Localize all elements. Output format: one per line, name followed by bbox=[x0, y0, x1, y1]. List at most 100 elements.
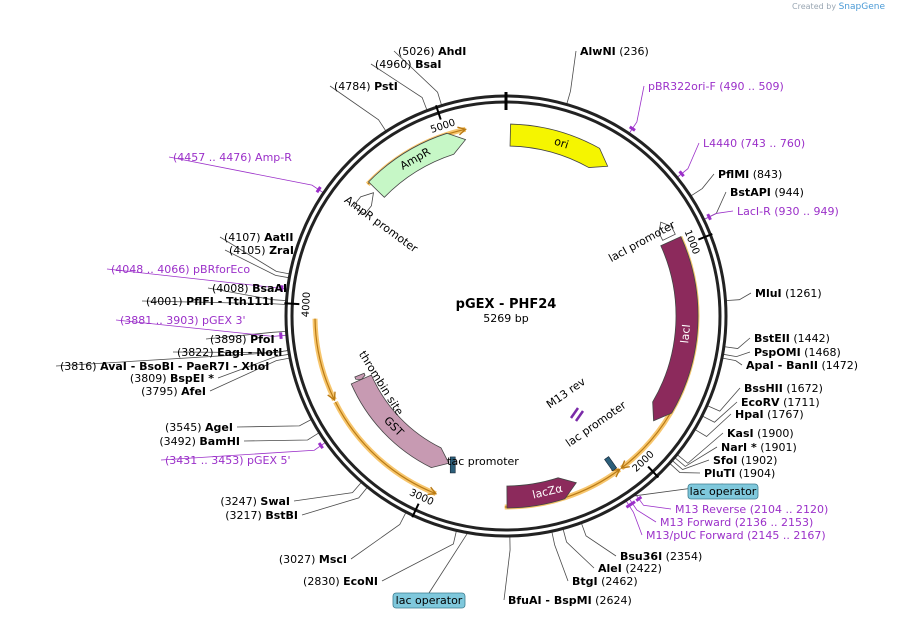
restriction-site-label: (4960) BsaI bbox=[375, 58, 442, 71]
restriction-site-label: (3795) AfeI bbox=[141, 385, 206, 398]
primer-site-mark bbox=[317, 442, 324, 450]
restriction-site-label: BssHII (1672) bbox=[744, 382, 823, 395]
leader-line bbox=[562, 528, 595, 569]
leader-line bbox=[721, 357, 743, 366]
leader-line bbox=[381, 530, 457, 582]
restriction-site-label: (4105) ZraI bbox=[229, 244, 294, 257]
feature-ori bbox=[509, 123, 609, 168]
restriction-site-label: (3898) PfoI bbox=[210, 333, 275, 346]
leader-line bbox=[722, 351, 751, 358]
inner-label: M13 rev bbox=[544, 375, 588, 411]
m13-rev-primer-mark bbox=[569, 407, 580, 419]
inner-label: lac promoter bbox=[563, 398, 629, 449]
leader-line bbox=[723, 337, 751, 349]
feature-label: AmpR promoter bbox=[342, 193, 421, 255]
leader-line bbox=[243, 432, 320, 442]
leader-line bbox=[669, 462, 701, 474]
lac-operator-label: lac operator bbox=[396, 594, 463, 607]
lac-operator-box bbox=[392, 592, 466, 609]
inner-label: tac promoter bbox=[447, 455, 519, 468]
leader-line bbox=[671, 459, 710, 470]
feature-label: lacI bbox=[678, 324, 693, 344]
primer-label: (4048 .. 4066) pBRforEco bbox=[111, 263, 250, 276]
restriction-site-label: (4008) BsaAI bbox=[212, 282, 287, 295]
primer-label: L4440 (743 .. 760) bbox=[703, 137, 805, 150]
restriction-site-label: EcoRV (1711) bbox=[741, 396, 820, 409]
leader-line bbox=[725, 292, 752, 302]
leader-line bbox=[224, 249, 290, 279]
leader-line bbox=[217, 353, 290, 379]
leader-line bbox=[674, 446, 718, 467]
feature-gst bbox=[350, 374, 450, 469]
restriction-site-label: (3809) BspEI * bbox=[130, 372, 214, 385]
leader-line bbox=[141, 300, 287, 305]
primer-site-mark bbox=[279, 332, 283, 339]
feature-lacz- bbox=[506, 477, 577, 509]
restriction-site-label: (3545) AgeI bbox=[165, 421, 233, 434]
leader-line bbox=[676, 432, 724, 464]
restriction-site-label: (5026) AhdI bbox=[398, 45, 466, 58]
primer-site-mark bbox=[315, 186, 322, 194]
primer-site-mark bbox=[635, 495, 643, 502]
lac-operator-box bbox=[687, 483, 759, 500]
primer-label: (3431 .. 3453) pGEX 5' bbox=[165, 454, 291, 467]
leader-line bbox=[706, 387, 741, 412]
tick-mark-3000 bbox=[411, 503, 420, 518]
leader-line bbox=[209, 357, 291, 392]
leader-line bbox=[350, 511, 407, 560]
restriction-site-label: (3492) BamHI bbox=[159, 435, 240, 448]
leader-line bbox=[393, 50, 443, 106]
restriction-site-label: ApaI - BanII (1472) bbox=[746, 359, 858, 372]
orf-arrowhead bbox=[457, 126, 467, 136]
restriction-site-label: AlwNI (236) bbox=[580, 45, 649, 58]
leader-line bbox=[329, 85, 387, 132]
restriction-site-label: Bsu36I (2354) bbox=[620, 550, 702, 563]
leader-line bbox=[236, 418, 312, 428]
restriction-site-label: (3247) SwaI bbox=[220, 495, 290, 508]
tick-mark-5000 bbox=[435, 105, 442, 120]
restriction-site-label: (3027) MscI bbox=[279, 553, 347, 566]
orf-line bbox=[334, 401, 437, 495]
restriction-site-label: SfoI (1902) bbox=[713, 454, 777, 467]
leader-line bbox=[301, 486, 368, 516]
orf-arrowhead bbox=[427, 486, 438, 496]
restriction-site-label: BstEII (1442) bbox=[754, 332, 830, 345]
leader-line bbox=[566, 50, 577, 105]
leader-line bbox=[428, 532, 469, 594]
feature-laci bbox=[652, 236, 699, 422]
primer-site-mark bbox=[279, 285, 284, 292]
lac-operator-label: lac operator bbox=[690, 485, 757, 498]
leader-line bbox=[503, 535, 511, 601]
leader-line bbox=[205, 330, 287, 340]
m13-rev-primer-mark bbox=[574, 410, 585, 422]
primer-label: (4457 .. 4476) Amp-R bbox=[173, 151, 292, 164]
restriction-site-label: PspOMI (1468) bbox=[754, 346, 841, 359]
feature-label: ori bbox=[553, 135, 571, 152]
credit-prefix: Created by bbox=[792, 2, 837, 11]
tick-label-4000: 4000 bbox=[301, 292, 313, 318]
leader-line bbox=[370, 63, 428, 111]
snapgene-logo: SnapGene bbox=[838, 2, 885, 12]
restriction-site-label: BstAPI (944) bbox=[730, 186, 804, 199]
feature-thrombin-site bbox=[354, 372, 366, 380]
feature-ampr bbox=[368, 132, 467, 198]
primer-site-mark bbox=[628, 125, 636, 132]
plasmid-title: pGEX - PHF24 bbox=[456, 297, 557, 312]
restriction-site-label: MluI (1261) bbox=[755, 287, 822, 300]
primer-label: LacI-R (930 .. 949) bbox=[737, 205, 839, 218]
restriction-site-label: HpaI (1767) bbox=[735, 408, 804, 421]
primer-label: pBR322ori-F (490 .. 509) bbox=[648, 80, 784, 93]
primer-label: (3881 .. 3903) pGEX 3' bbox=[120, 314, 246, 327]
feature-laci-promoter bbox=[658, 221, 676, 241]
site-labels: AlwNI (236)PflMI (843)BstAPI (944)MluI (… bbox=[60, 45, 858, 609]
restriction-site-label: (4784) PstI bbox=[334, 80, 398, 93]
primer-label: M13/pUC Forward (2145 .. 2167) bbox=[646, 529, 826, 542]
orf-arrowhead bbox=[327, 391, 336, 402]
restriction-site-label: PluTI (1904) bbox=[704, 467, 775, 480]
restriction-site-label: BfuAI - BspMI (2624) bbox=[508, 594, 632, 607]
primer-site-mark bbox=[706, 213, 712, 221]
restriction-site-label: (3217) BstBI bbox=[225, 509, 298, 522]
restriction-site-label: (3822) EagI - NotI bbox=[177, 346, 282, 359]
tick-mark-4000 bbox=[284, 302, 300, 306]
